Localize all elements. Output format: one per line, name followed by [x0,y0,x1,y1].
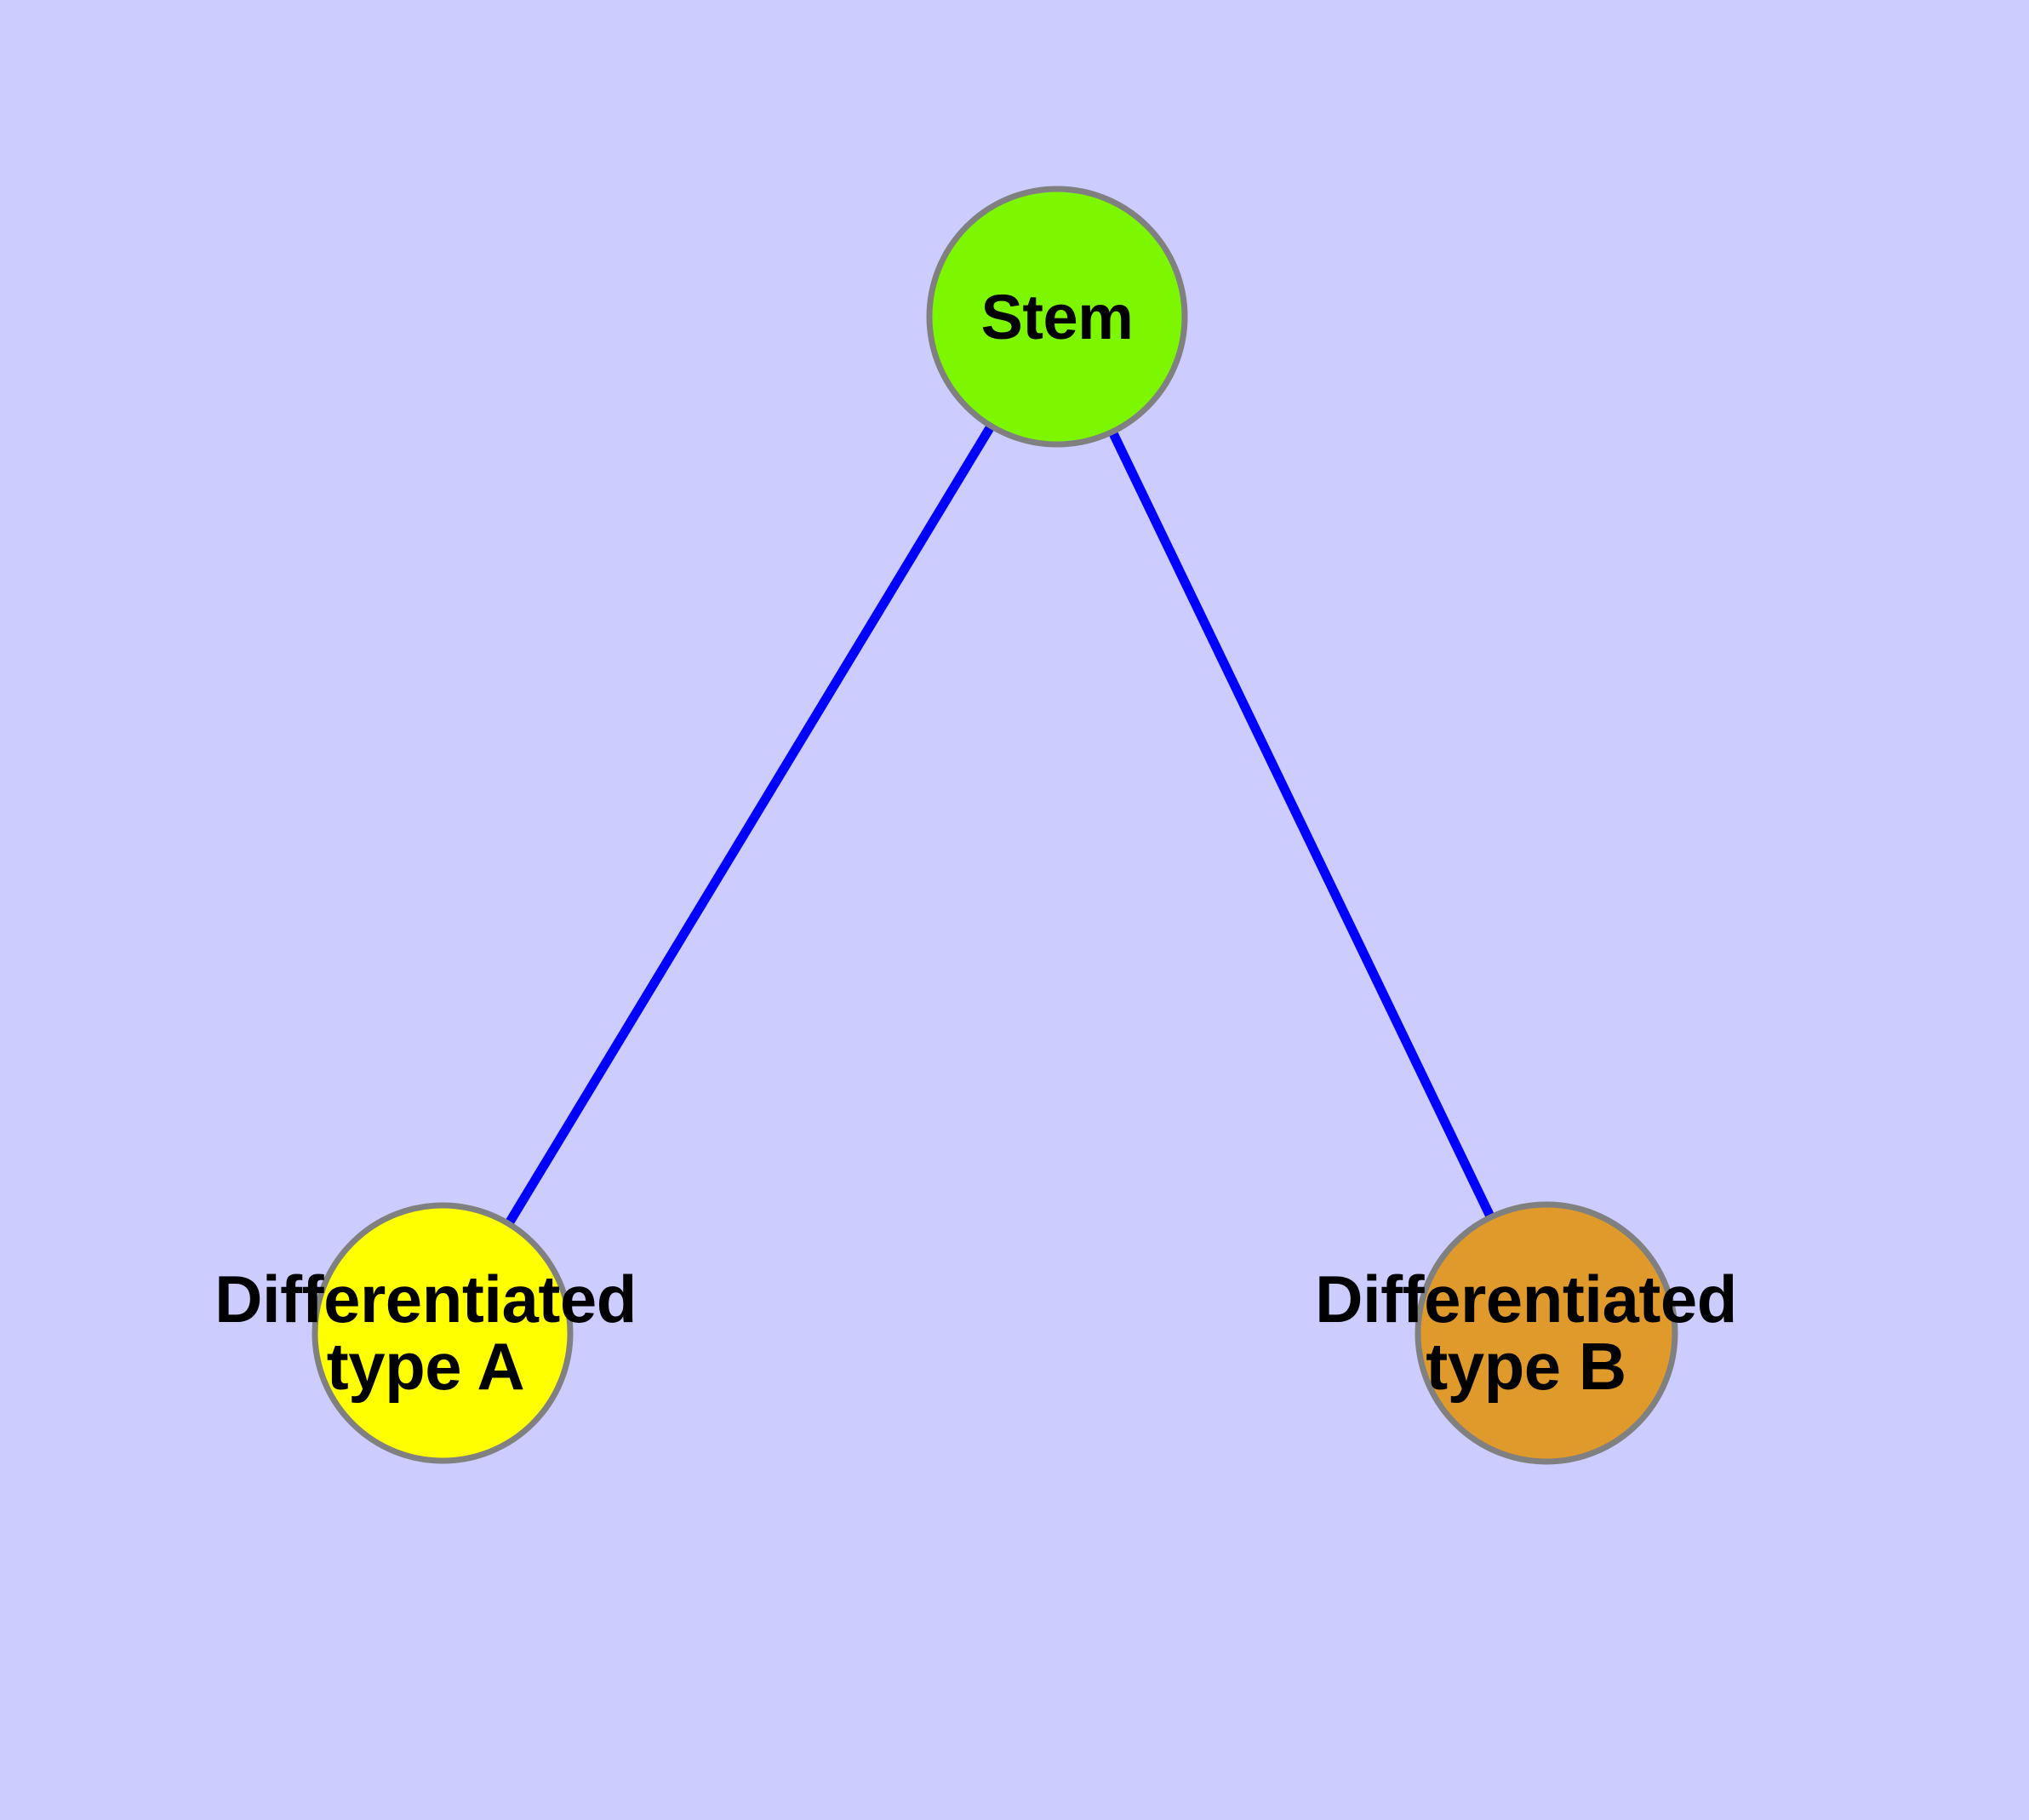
graph-edge-stem-to-diff-a[interactable] [438,314,1061,1336]
graph-node-diff_a[interactable] [311,1202,574,1464]
graph-node-diff_b[interactable] [1415,1201,1678,1465]
graph-node-stem[interactable] [926,186,1188,448]
nodes-layer [311,186,1678,1465]
edges-layer [438,314,1551,1336]
graph-edge-stem-to-diff-b[interactable] [1053,314,1551,1336]
